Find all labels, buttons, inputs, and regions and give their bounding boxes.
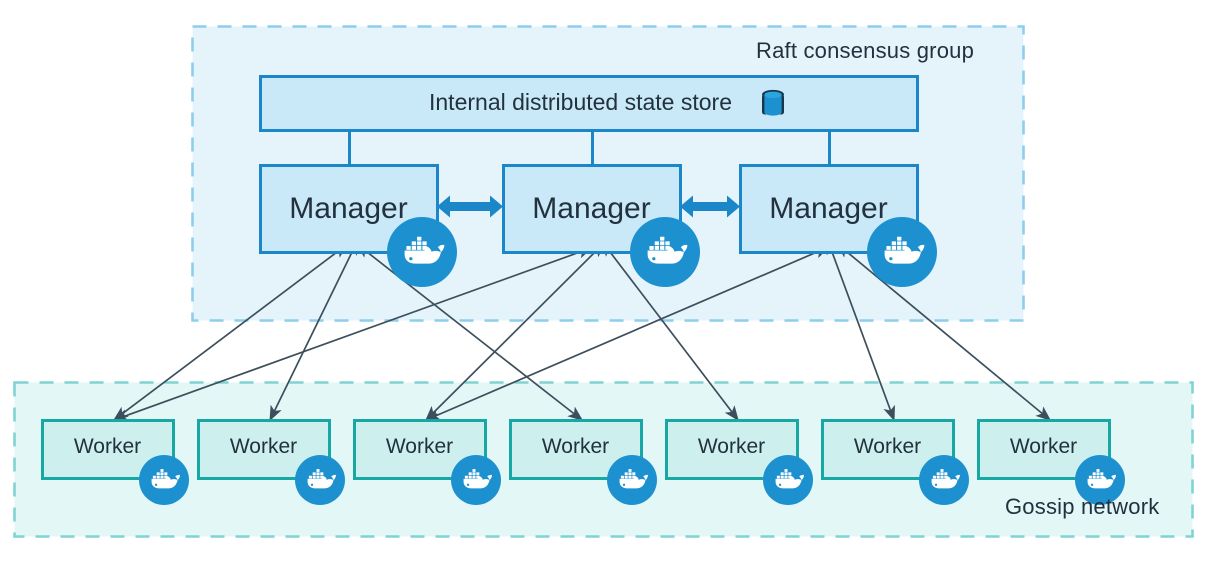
docker-whale-icon-worker-3 (607, 455, 657, 505)
docker-whale-icon-worker-2 (451, 455, 501, 505)
node-shapes (41, 75, 1111, 480)
gossip-network-label: Gossip network (1005, 494, 1160, 519)
manager-worker-link-m2-w6 (836, 243, 1052, 421)
database-cylinder-icon (762, 89, 784, 117)
state-store-box[interactable] (259, 75, 919, 132)
docker-badges (139, 217, 1125, 505)
docker-whale-icon-worker-1 (295, 455, 345, 505)
raft-consensus-group-label: Raft consensus group (756, 38, 975, 63)
manager-peer-connectors (437, 195, 740, 218)
worker-node-1[interactable] (197, 419, 331, 480)
store-connector-lines (348, 130, 831, 165)
docker-whale-icon-worker-6 (1075, 455, 1125, 505)
docker-whale-icon-manager-2 (867, 217, 937, 287)
manager-worker-link-m2-w2 (424, 246, 830, 421)
docker-whale-icon-worker-4 (763, 455, 813, 505)
docker-whale-icon-manager-0 (387, 217, 457, 287)
docker-whale-icon-manager-1 (630, 217, 700, 287)
manager-peer-link-0 (437, 195, 503, 218)
docker-whale-icon-worker-0 (139, 455, 189, 505)
worker-node-2[interactable] (353, 419, 487, 480)
manager-peer-link-1 (680, 195, 740, 218)
docker-whale-icon-worker-5 (919, 455, 969, 505)
